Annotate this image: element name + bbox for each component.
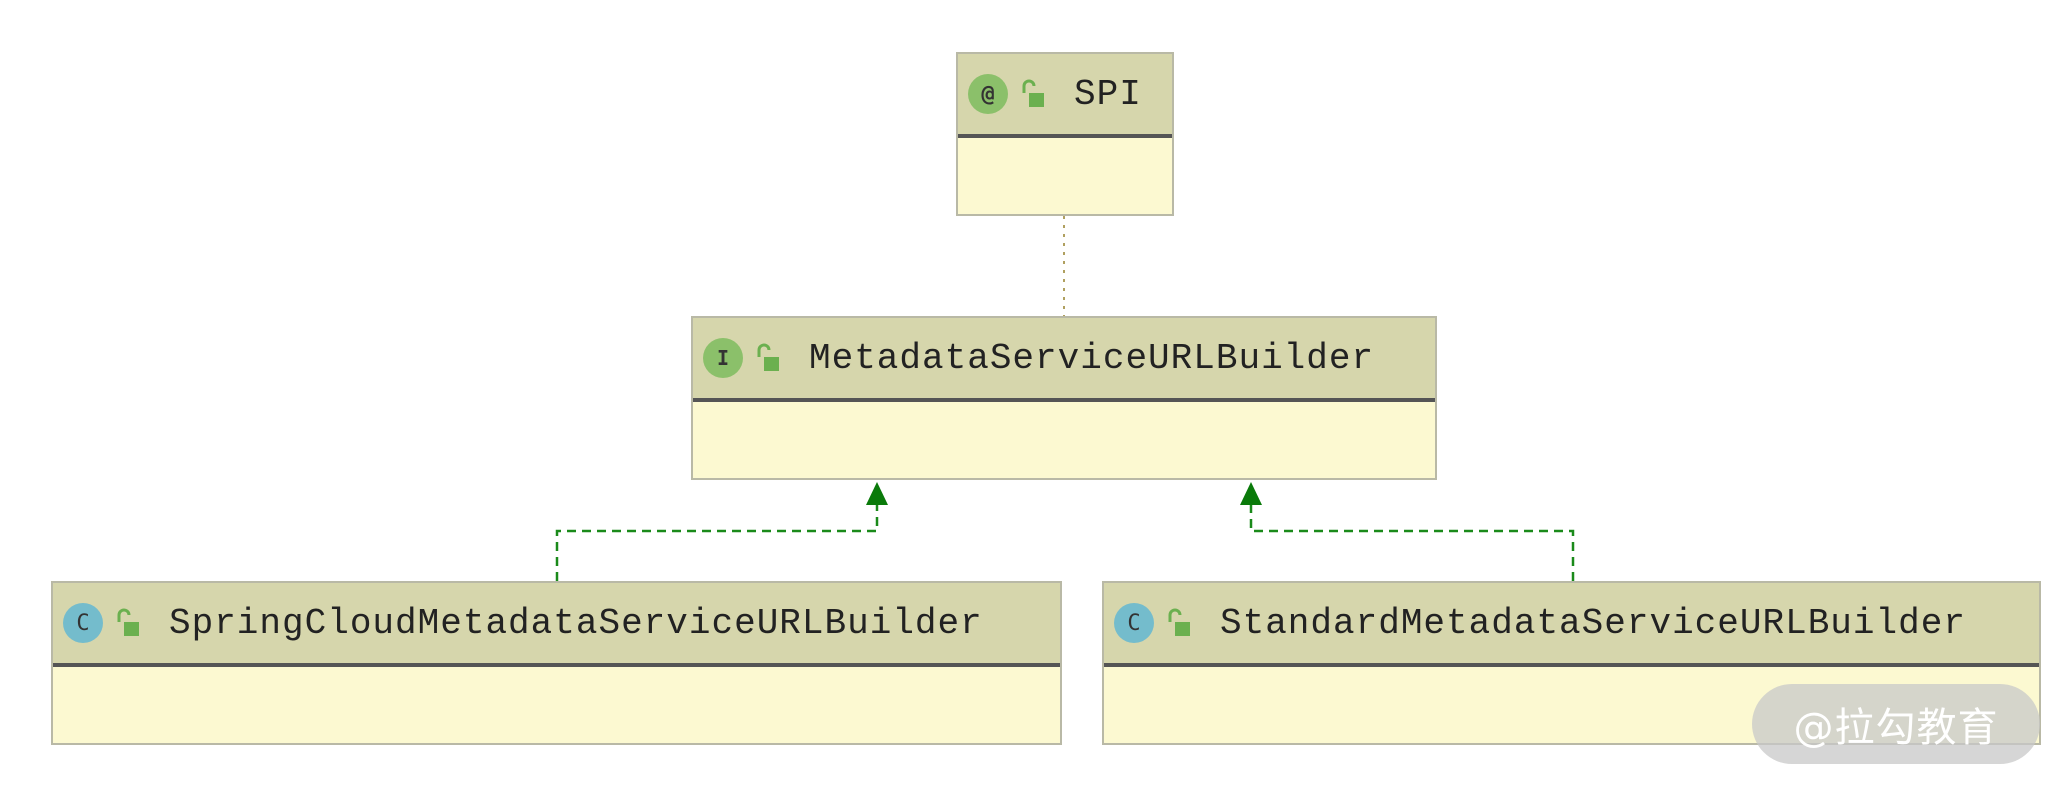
node-header: C StandardMetadataServiceURLBuilder bbox=[1104, 583, 2039, 667]
annotation-icon: @ bbox=[968, 74, 1008, 114]
node-title: StandardMetadataServiceURLBuilder bbox=[1220, 602, 1966, 644]
spring-cloud-metadata-service-url-builder-node[interactable]: C SpringCloudMetadataServiceURLBuilder bbox=[51, 581, 1062, 745]
spi-annotation-node[interactable]: @ SPI bbox=[956, 52, 1174, 216]
class-icon: C bbox=[1114, 603, 1154, 643]
unlocked-padlock-icon bbox=[1022, 79, 1044, 107]
node-title: MetadataServiceURLBuilder bbox=[809, 337, 1375, 379]
interface-icon: I bbox=[703, 338, 743, 378]
realization-line-spring bbox=[555, 504, 879, 581]
node-header: @ SPI bbox=[958, 54, 1172, 138]
node-title: SpringCloudMetadataServiceURLBuilder bbox=[169, 602, 983, 644]
metadata-service-url-builder-node[interactable]: I MetadataServiceURLBuilder bbox=[691, 316, 1437, 480]
unlocked-padlock-icon bbox=[1168, 608, 1190, 636]
node-title: SPI bbox=[1074, 73, 1142, 115]
unlocked-padlock-icon bbox=[117, 608, 139, 636]
node-header: I MetadataServiceURLBuilder bbox=[693, 318, 1435, 402]
class-icon: C bbox=[63, 603, 103, 643]
watermark: @拉勾教育 bbox=[1752, 684, 2040, 764]
realization-arrowhead-standard bbox=[1240, 482, 1262, 505]
realization-line-standard bbox=[1249, 504, 1575, 581]
node-header: C SpringCloudMetadataServiceURLBuilder bbox=[53, 583, 1060, 667]
unlocked-padlock-icon bbox=[757, 343, 779, 371]
realization-arrowhead-spring bbox=[866, 482, 888, 505]
